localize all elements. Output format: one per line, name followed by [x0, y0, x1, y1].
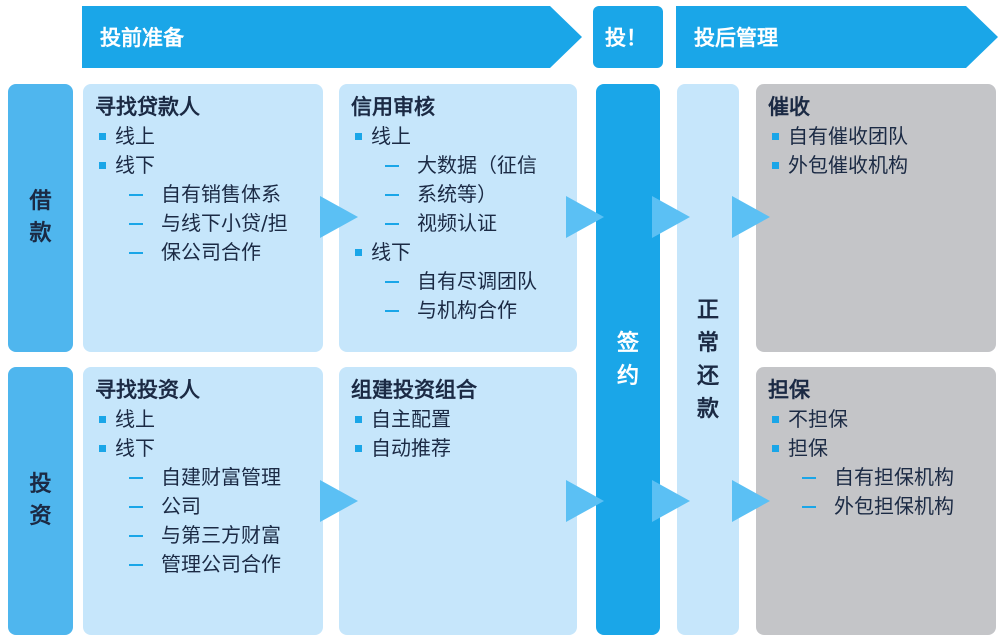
flow-arrow-icon: [732, 480, 770, 522]
banner-invest: 投！: [593, 6, 663, 68]
sub-item-continuation: 公司: [95, 492, 311, 521]
bullet-item: 线下: [351, 238, 565, 267]
panel-title: 担保: [768, 378, 810, 402]
panel-collection: 催收自有催收团队外包催收机构: [756, 84, 996, 352]
bullet-item: 担保: [768, 434, 984, 463]
sub-item: 自有尽调团队: [351, 267, 565, 296]
column-sign-char: 签: [616, 330, 639, 356]
flow-arrow-icon: [320, 480, 358, 522]
panel-guarantee: 担保不担保担保自有担保机构外包担保机构: [756, 367, 996, 635]
banner-post-investment-label: 投后管理: [694, 26, 778, 50]
bullet-item: 自主配置: [351, 405, 565, 434]
flow-arrow-icon: [732, 196, 770, 238]
column-repay-char: 款: [696, 396, 719, 422]
column-sign-char: 约: [616, 363, 639, 389]
sub-item-continuation: 保公司合作: [95, 238, 311, 267]
row-label-loan: 借 款: [8, 84, 73, 352]
flow-arrow-icon: [652, 196, 690, 238]
panel-title: 催收: [768, 95, 810, 119]
sub-item: 大数据（征信: [351, 151, 565, 180]
sub-item: 自建财富管理: [95, 463, 311, 492]
bullet-item: 不担保: [768, 405, 984, 434]
panel-credit-review: 信用审核线上大数据（征信系统等）视频认证线下自有尽调团队与机构合作: [339, 84, 577, 352]
column-sign: 签 约: [596, 84, 660, 635]
banner-pre-investment: 投前准备: [82, 6, 582, 68]
sub-item: 与第三方财富: [95, 521, 311, 550]
flow-arrow-icon: [320, 196, 358, 238]
panel-title: 寻找投资人: [95, 378, 200, 402]
column-repay-char: 常: [696, 330, 719, 356]
banner-pre-investment-label: 投前准备: [100, 26, 184, 50]
bullet-item: 自有催收团队: [768, 122, 984, 151]
flow-arrow-icon: [652, 480, 690, 522]
bullet-item: 线上: [351, 122, 565, 151]
row-label-invest: 投 资: [8, 367, 73, 635]
flow-arrow-icon: [566, 196, 604, 238]
panel-title: 组建投资组合: [351, 378, 477, 402]
banner-post-investment: 投后管理: [676, 6, 998, 68]
sub-item: 与机构合作: [351, 296, 565, 325]
row-label-char: 借: [29, 189, 52, 215]
row-label-char: 资: [29, 504, 52, 529]
column-repay-char: 正: [696, 297, 719, 323]
sub-item-continuation: 系统等）: [351, 180, 565, 209]
bullet-item: 自动推荐: [351, 434, 565, 463]
sub-item: 外包担保机构: [768, 492, 984, 521]
bullet-item: 线上: [95, 122, 311, 151]
panel-find-borrower: 寻找贷款人线上线下自有销售体系与线下小贷/担保公司合作: [83, 84, 323, 352]
column-repay-char: 还: [696, 363, 719, 389]
panel-portfolio: 组建投资组合自主配置自动推荐: [339, 367, 577, 635]
flow-arrow-icon: [566, 480, 604, 522]
sub-item-continuation: 管理公司合作: [95, 550, 311, 579]
bullet-item: 线上: [95, 405, 311, 434]
row-label-char: 款: [29, 221, 52, 246]
sub-item: 自有担保机构: [768, 463, 984, 492]
sub-item: 与线下小贷/担: [95, 209, 311, 238]
panel-title: 信用审核: [351, 95, 435, 119]
banner-invest-label: 投！: [605, 26, 647, 50]
panel-find-investor: 寻找投资人线上线下自建财富管理公司与第三方财富管理公司合作: [83, 367, 323, 635]
panel-title: 寻找贷款人: [95, 95, 200, 119]
bullet-item: 外包催收机构: [768, 151, 984, 180]
sub-item: 自有销售体系: [95, 180, 311, 209]
column-normal-repayment: 正 常 还 款: [677, 84, 739, 635]
bullet-item: 线下: [95, 151, 311, 180]
sub-item: 视频认证: [351, 209, 565, 238]
row-label-char: 投: [29, 472, 52, 498]
bullet-item: 线下: [95, 434, 311, 463]
